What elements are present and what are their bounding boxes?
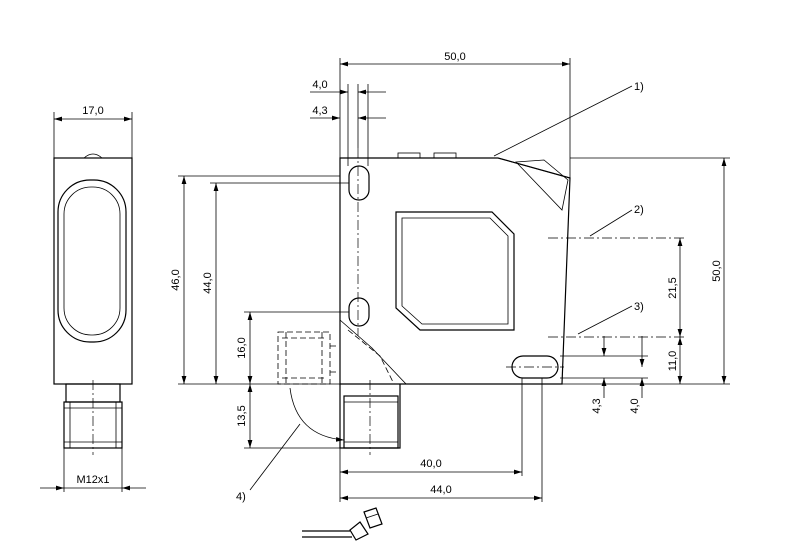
callout-1: 1): [634, 81, 644, 93]
dim-hole-offset-a: 4,0: [312, 79, 327, 91]
side-lens-inner: [63, 186, 121, 336]
angled-connector-cable-illustration: [302, 507, 383, 541]
bottom-dimensions: 40,0 44,0: [339, 378, 543, 502]
left-dimensions: 46,0 44,0 16,0 13,5: [170, 175, 349, 449]
callouts: 1) 2) 3) 4): [236, 81, 644, 503]
front-view: [277, 148, 571, 455]
mount-hole-top: [348, 165, 370, 201]
dim-connector-drop: 13,5: [236, 405, 248, 426]
mount-hole-bottom: [348, 297, 370, 327]
dim-connector-height: 16,0: [236, 337, 248, 358]
right-dimensions: 50,0 21,5 11,0 4,3 4,0: [548, 157, 730, 414]
dim-top-width: 50,0: [444, 51, 465, 63]
dim-right-upper: 21,5: [667, 277, 679, 298]
angled-connector-outline: [277, 331, 331, 385]
callout-4: 4): [236, 491, 246, 503]
connector-swing-arc: [289, 387, 345, 442]
dim-right-height: 50,0: [711, 260, 723, 281]
dim-side-width: 17,0: [82, 105, 103, 117]
dim-left-height-inner: 44,0: [202, 272, 214, 293]
front-display-inner: [401, 217, 509, 325]
dim-hole-offset-b: 4,3: [312, 105, 327, 117]
callout-3: 3): [634, 301, 644, 313]
dim-bottom-right-a: 4,3: [591, 398, 603, 413]
dim-bottom-outer-width: 44,0: [430, 484, 451, 496]
side-view: 17,0 M12x1: [40, 105, 146, 492]
dim-bottom-inner-width: 40,0: [420, 458, 441, 470]
dim-right-lower: 11,0: [667, 351, 679, 372]
front-top-bump-2: [433, 152, 457, 159]
top-dimensions: 50,0 4,0 4,3: [310, 51, 571, 178]
callout-2: 2): [634, 204, 644, 216]
angled-connector-wedge: [339, 319, 407, 385]
front-connector-thread: [343, 395, 399, 449]
side-lens-window: [57, 179, 127, 343]
front-top-bump-1: [397, 152, 421, 159]
front-top-bevel: [515, 159, 569, 211]
dim-side-thread: M12x1: [76, 474, 109, 486]
dim-bottom-right-b: 4,0: [629, 398, 641, 413]
dim-left-height-outer: 46,0: [170, 269, 182, 290]
side-top-bump: [83, 153, 103, 159]
front-display-window: [395, 211, 515, 331]
